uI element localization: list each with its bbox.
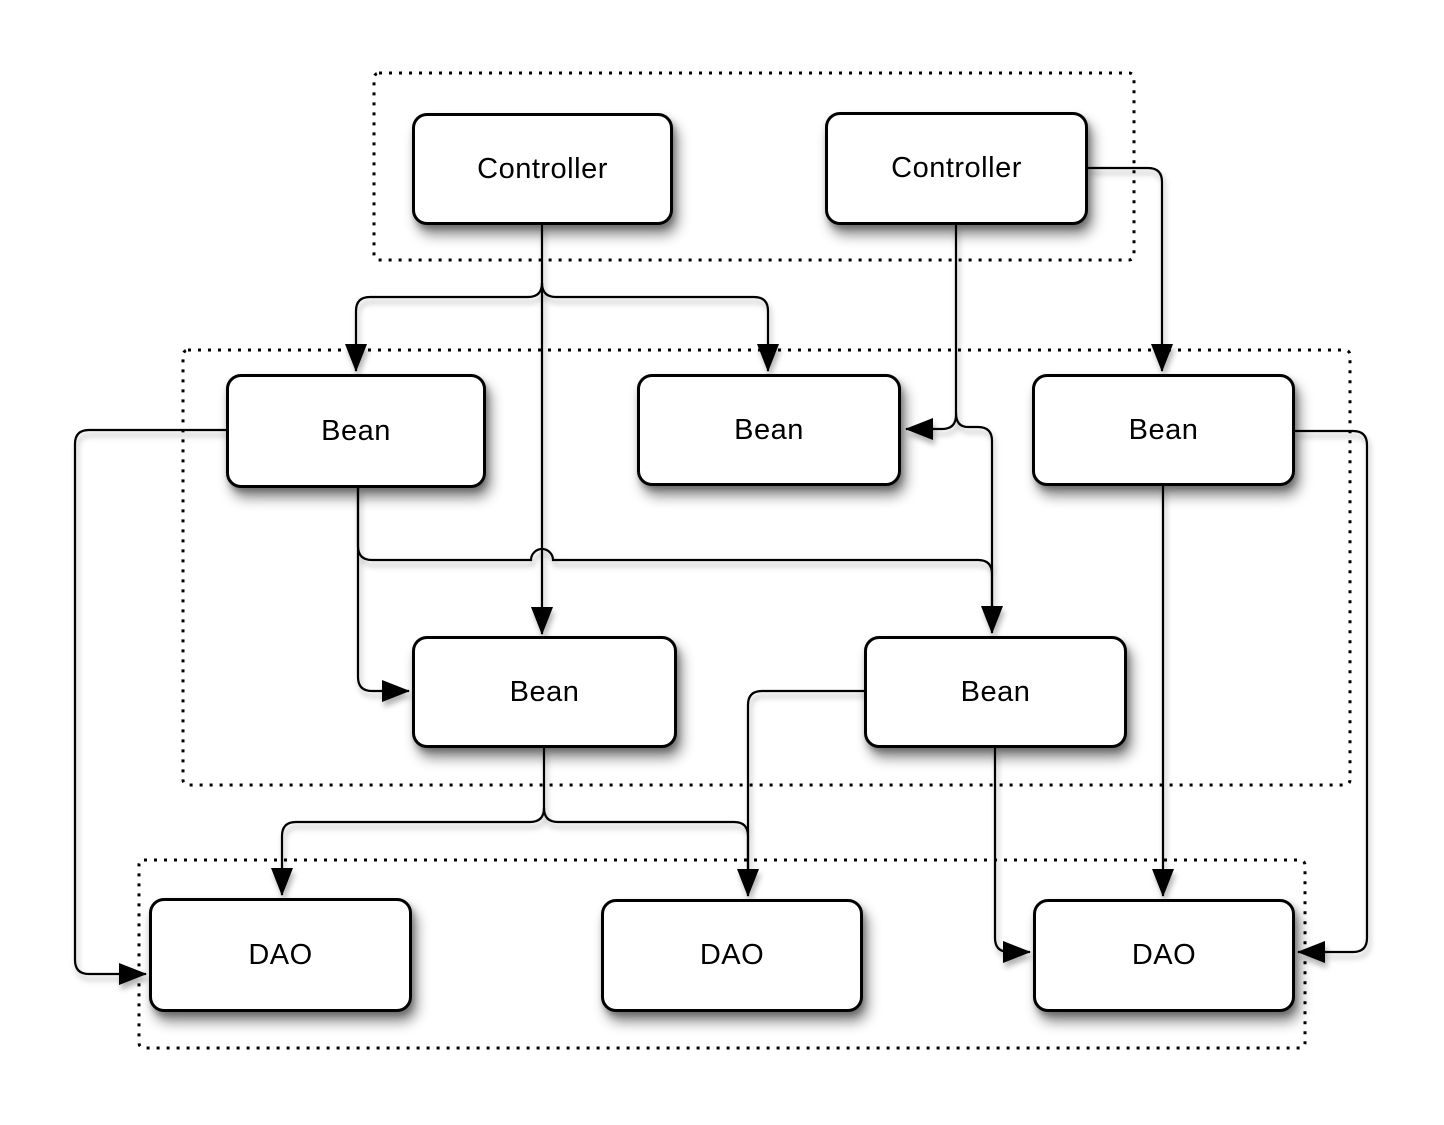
- edge-controller2-bean2: [905, 225, 958, 440]
- node-dao-3: DAO: [1033, 899, 1295, 1012]
- node-label: Controller: [477, 152, 608, 185]
- node-label: Bean: [321, 414, 391, 447]
- edge-bean5-dao3: [993, 748, 1031, 963]
- node-bean-3: Bean: [1032, 374, 1295, 486]
- node-label: Bean: [1128, 413, 1199, 446]
- node-bean-2: Bean: [637, 374, 901, 486]
- node-bean-1: Bean: [226, 374, 486, 488]
- edge-controller2-bean3: [1088, 166, 1173, 372]
- node-label: Bean: [734, 413, 804, 446]
- edge-controller1-bean2: [540, 282, 779, 372]
- node-label: Bean: [509, 675, 580, 708]
- node-bean-5: Bean: [864, 636, 1127, 748]
- node-bean-4: Bean: [412, 636, 677, 748]
- node-label: Bean: [960, 675, 1031, 708]
- node-controller-1: Controller: [412, 113, 673, 225]
- node-dao-2: DAO: [601, 899, 863, 1012]
- node-controller-2: Controller: [825, 112, 1088, 225]
- edge-controller1-bean1: [345, 282, 544, 372]
- edge-bean4-dao1: [271, 807, 546, 896]
- edge-bean5-dao2: [737, 689, 864, 897]
- edge-bean1-bean5: [356, 488, 994, 610]
- edge-bean1-bean4: [356, 488, 410, 702]
- edge-bean3-dao3-right: [1295, 429, 1369, 963]
- node-label: DAO: [699, 939, 765, 971]
- node-label: DAO: [1131, 939, 1197, 971]
- edge-controller2-bean5: [954, 412, 1003, 634]
- edge-bean1-dao1: [73, 428, 226, 985]
- node-dao-1: DAO: [149, 898, 412, 1012]
- node-label: Controller: [891, 152, 1022, 184]
- node-label: DAO: [248, 938, 313, 971]
